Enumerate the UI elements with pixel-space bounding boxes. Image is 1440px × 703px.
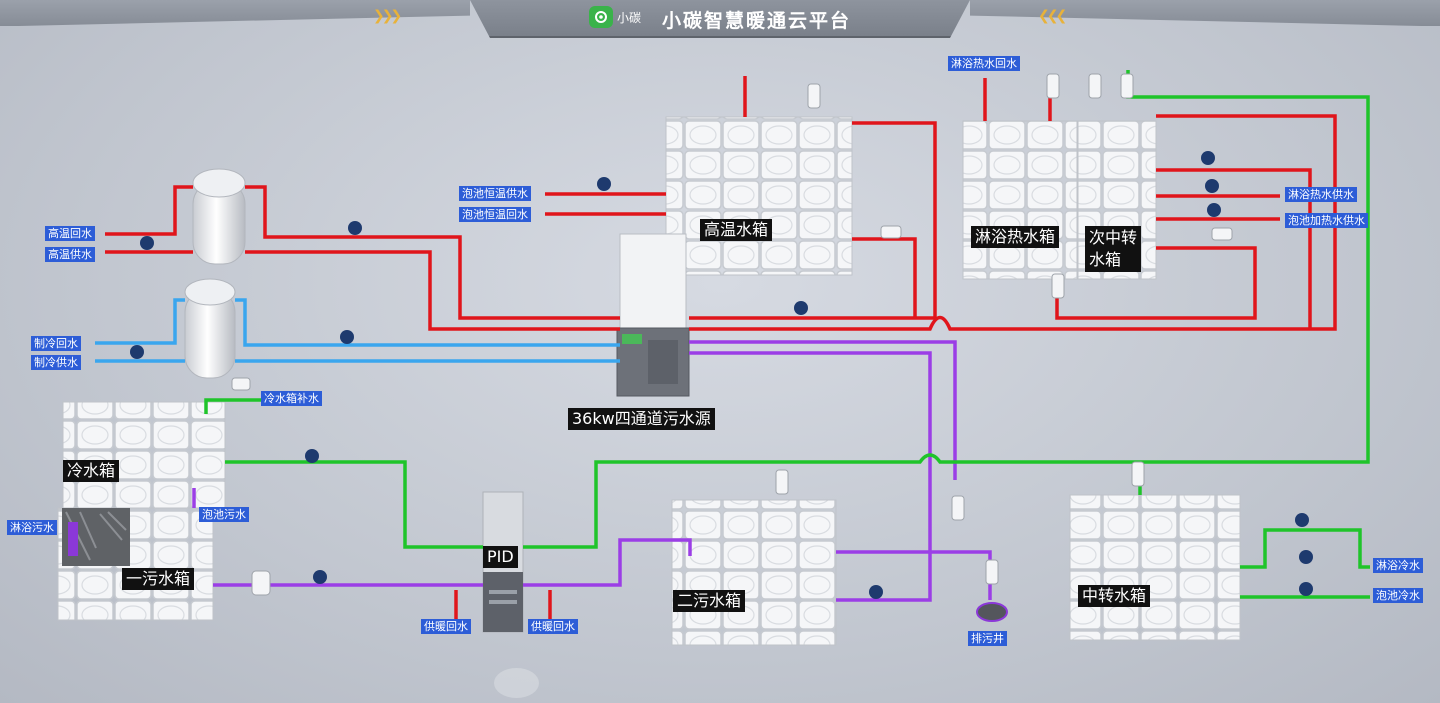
label-pool-sewage: 泡池污水 xyxy=(199,507,249,522)
platform-title: 小碳智慧暖通云平台 xyxy=(662,6,851,33)
drain-well xyxy=(977,603,1007,621)
shower-hot-tank-label: 淋浴热水箱 xyxy=(971,226,1059,248)
cooling-vessel xyxy=(185,279,235,378)
heat-pump-label: 36kw四通道污水源 xyxy=(568,408,715,430)
sewage-tank-2 xyxy=(672,500,836,645)
cold-tank-label: 冷水箱 xyxy=(63,460,119,482)
label-pool-const-return: 泡池恒温回水 xyxy=(459,207,531,222)
label-shower-hot-supply: 淋浴热水供水 xyxy=(1285,187,1357,202)
label-shower-cold: 淋浴冷水 xyxy=(1373,558,1423,573)
high-temp-vessel xyxy=(193,169,245,264)
high-temp-tank xyxy=(666,117,852,275)
high-temp-tank-label: 高温水箱 xyxy=(700,219,772,241)
watermark xyxy=(494,668,539,698)
label-high-temp-return: 高温回水 xyxy=(45,226,95,241)
chevron-right-icon: ❮❮❮ xyxy=(1038,8,1064,24)
transfer-tank xyxy=(1070,495,1240,640)
label-pool-cold: 泡池冷水 xyxy=(1373,588,1423,603)
label-high-temp-supply: 高温供水 xyxy=(45,247,95,262)
header-bar: ❯❯❯ ❮❮❮ 小碳 小碳智慧暖通云平台 xyxy=(0,0,1440,38)
shower-hot-tank xyxy=(963,121,1077,279)
sewage-tank-1-label: 一污水箱 xyxy=(122,568,194,590)
secondary-transfer-tank-label: 次中转 水箱 xyxy=(1085,226,1141,272)
label-pool-heat-supply: 泡池加热水供水 xyxy=(1285,213,1368,228)
sewage-tank-2-label: 二污水箱 xyxy=(673,590,745,612)
heat-pump-unit xyxy=(617,234,689,396)
label-cooling-supply: 制冷供水 xyxy=(31,355,81,370)
label-heating-return-right: 供暖回水 xyxy=(528,619,578,634)
cold-water-tank xyxy=(63,402,225,514)
label-heating-return-left: 供暖回水 xyxy=(421,619,471,634)
logo-icon xyxy=(589,6,613,28)
pid-label: PID xyxy=(483,546,518,568)
label-cooling-return: 制冷回水 xyxy=(31,336,81,351)
sewage-tank-1 xyxy=(58,508,213,620)
sewage-pipes xyxy=(194,342,990,600)
label-shower-sewage: 淋浴污水 xyxy=(7,520,57,535)
logo-text: 小碳 xyxy=(617,9,641,26)
label-pool-const-supply: 泡池恒温供水 xyxy=(459,186,531,201)
label-drain-well: 排污井 xyxy=(968,631,1007,646)
header-wing-left xyxy=(0,0,470,26)
label-cold-tank-makeup: 冷水箱补水 xyxy=(261,391,322,406)
chevron-left-icon: ❯❯❯ xyxy=(373,8,399,24)
label-shower-hot-return: 淋浴热水回水 xyxy=(948,56,1020,71)
transfer-tank-label: 中转水箱 xyxy=(1078,585,1150,607)
